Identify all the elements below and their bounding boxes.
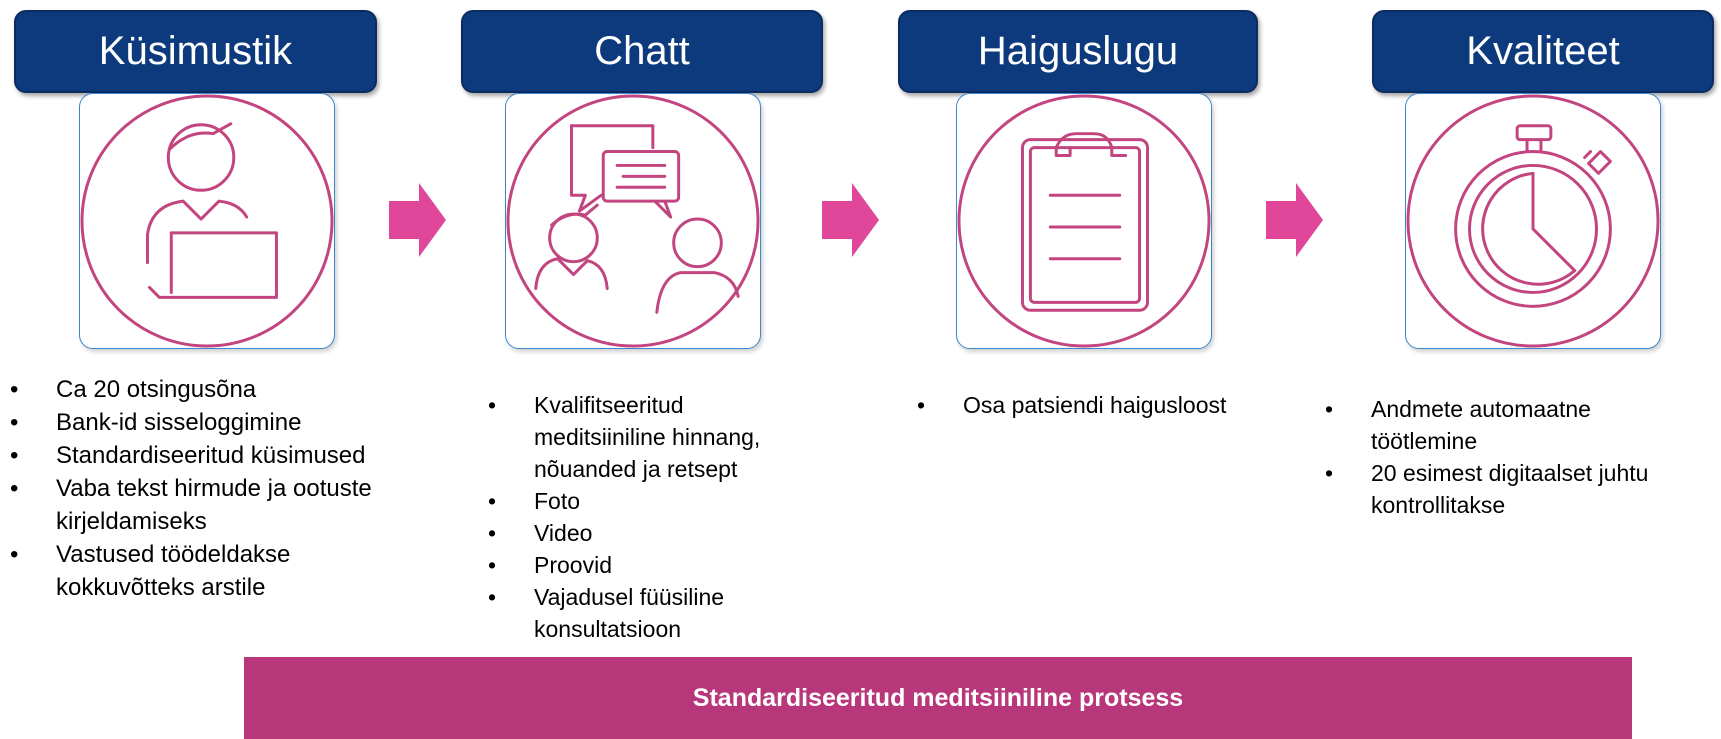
- list-item: Proovid: [488, 549, 818, 581]
- list-item: Andmete automaatne töötlemine: [1325, 393, 1661, 457]
- list-item: Foto: [488, 485, 818, 517]
- step-header-kvaliteet: Kvaliteet: [1372, 10, 1714, 93]
- list-item: Vaba tekst hirmude ja ootuste kirjeldami…: [10, 472, 436, 538]
- arrow-right-icon: [1266, 183, 1323, 257]
- step-header-kusimustik: Küsimustik: [14, 10, 377, 93]
- questionnaire-tile: [79, 93, 335, 349]
- arrow-right-icon: [389, 183, 446, 257]
- step-header-chatt: Chatt: [461, 10, 823, 93]
- list-item: Ca 20 otsingusõna: [10, 373, 430, 406]
- chat-tile: [505, 93, 761, 349]
- questionnaire-bullets: Ca 20 otsingusõna Bank-id sisseloggimine…: [10, 373, 430, 604]
- list-item: Bank-id sisseloggimine: [10, 406, 430, 439]
- medical-record-bullets: Osa patsiendi haigusloost: [917, 389, 1277, 421]
- list-item: Osa patsiendi haigusloost: [917, 389, 1277, 421]
- stopwatch-icon: [1406, 94, 1660, 348]
- chat-bullets: Kvalifitseeritud meditsiiniline hinnang,…: [488, 389, 818, 645]
- list-item: Standardiseeritud küsimused: [10, 439, 430, 472]
- person-laptop-icon: [80, 94, 334, 348]
- list-item: Kvalifitseeritud meditsiiniline hinnang,…: [488, 389, 804, 485]
- arrow-right-icon: [822, 183, 879, 257]
- medical-record-tile: [956, 93, 1212, 349]
- step-title: Chatt: [594, 29, 690, 73]
- list-item: Vajadusel füüsiline konsultatsioon: [488, 581, 794, 645]
- clipboard-icon: [957, 94, 1211, 348]
- quality-tile: [1405, 93, 1661, 349]
- list-item: Vastused töödeldakse kokkuvõtteks arstil…: [10, 538, 386, 604]
- step-title: Küsimustik: [98, 29, 293, 73]
- process-banner: Standardiseeritud meditsiiniline protses…: [244, 657, 1632, 739]
- step-title: Haiguslugu: [977, 29, 1179, 73]
- process-banner-label: Standardiseeritud meditsiiniline protses…: [692, 683, 1184, 712]
- chat-people-icon: [506, 94, 760, 348]
- list-item: Video: [488, 517, 818, 549]
- quality-bullets: Andmete automaatne töötlemine 20 esimest…: [1325, 393, 1717, 521]
- step-title: Kvaliteet: [1466, 29, 1620, 73]
- step-header-haiguslugu: Haiguslugu: [898, 10, 1258, 93]
- list-item: 20 esimest digitaalset juhtu kontrollita…: [1325, 457, 1721, 521]
